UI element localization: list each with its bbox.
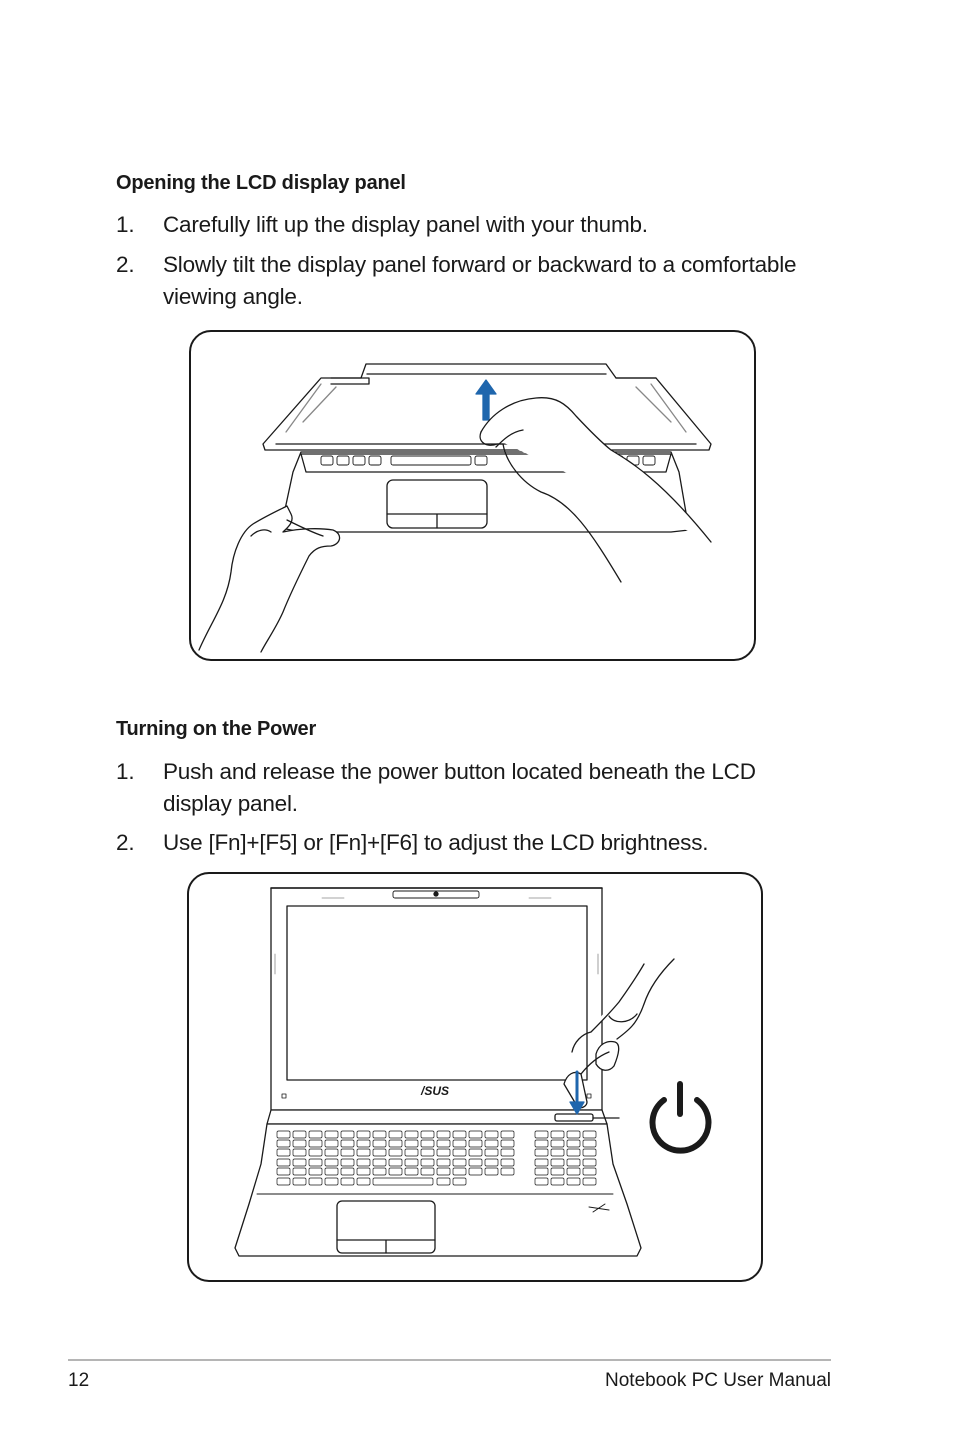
asus-logo: /SUS [420,1084,449,1098]
step-text: Carefully lift up the display panel with… [163,212,648,237]
section-heading-power: Turning on the Power [116,718,317,740]
power-icon [649,1081,712,1154]
step-text: Slowly tilt the display panel forward or… [163,252,797,309]
step-text: Use [Fn]+[F5] or [Fn]+[F6] to adjust the… [163,830,709,855]
step-number: 1. [116,212,135,237]
page-number: 12 [68,1370,90,1391]
footer-rule [68,1359,831,1361]
step-text: Push and release the power button locate… [163,759,756,816]
step-number: 1. [116,759,135,784]
illustration-power-on: /SUS [187,872,763,1282]
section-heading-opening: Opening the LCD display panel [116,172,406,194]
illustration-opening-lcd [189,330,756,661]
footer-title: Notebook PC User Manual [605,1370,831,1391]
keyboard [276,1130,597,1186]
step-number: 2. [116,252,135,277]
step-number: 2. [116,830,135,855]
